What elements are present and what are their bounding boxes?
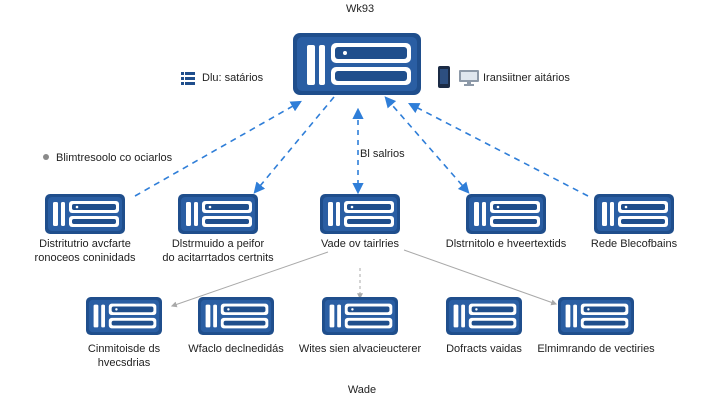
level2-node-5-label-line: Elmimrando de vectiries xyxy=(537,343,655,355)
monitor-icon xyxy=(459,70,479,86)
edge-l1-1-root xyxy=(134,100,302,197)
left-side-label: Dlu: satários xyxy=(202,72,264,84)
right-side-label: Iransiitner aitários xyxy=(483,72,570,84)
edge-l1-3-l2-5 xyxy=(403,249,558,306)
level2-node-3-label-line: Wites sien alvacieucterer xyxy=(298,343,422,355)
level1-node-1-label-line: ronoceos coninidads xyxy=(34,252,136,264)
level2-node-2-label-line: Wfaclo declnedidás xyxy=(188,343,284,355)
level1-node-2-label-line: Dlstrmuido a peifor xyxy=(171,238,265,250)
list-icon xyxy=(181,72,195,85)
center-mid-label: Bl salrios xyxy=(360,148,405,160)
level2-node-2-server-icon xyxy=(198,297,274,335)
edge-l1-3-l2-1 xyxy=(170,251,329,308)
level1-node-2-server-icon xyxy=(178,194,258,234)
edge-l1-5-root xyxy=(408,102,589,197)
level2-node-1-label-line: Cinmitoisde ds xyxy=(87,343,161,355)
phone-icon xyxy=(438,66,450,88)
level1-node-4-server-icon xyxy=(466,194,546,234)
level2-node-3-server-icon xyxy=(322,297,398,335)
diagram-title: Wk93 xyxy=(345,3,375,15)
level1-node-3-label-line: Vade ov tairlries xyxy=(320,238,400,250)
level2-node-4-server-icon xyxy=(446,297,522,335)
diagram-footer: Wade xyxy=(347,384,377,396)
level1-node-1-label-line: Distritutrio avcfarte xyxy=(39,238,131,250)
level1-node-1-server-icon xyxy=(45,194,125,234)
level2-node-4-label-line: Dofracts vaidas xyxy=(446,343,522,355)
left-mid-label: Blimtresoolo co ociarlos xyxy=(56,152,173,164)
level1-node-3-server-icon xyxy=(320,194,400,234)
edge-root-l1-2 xyxy=(253,96,335,194)
bullet-icon xyxy=(43,154,49,160)
level1-node-5-label-line: Rede Blecofbains xyxy=(590,238,678,250)
root-server-icon xyxy=(293,33,421,95)
level1-node-2-label-line: do acitarrtados certnits xyxy=(162,252,274,264)
edge-root-l1-4 xyxy=(384,96,470,194)
level2-node-5-server-icon xyxy=(558,297,634,335)
level1-node-5-server-icon xyxy=(594,194,674,234)
level1-node-4-label-line: Dlstrnitolo e hveertextids xyxy=(445,238,567,250)
level2-node-1-server-icon xyxy=(86,297,162,335)
level2-node-1-label-line: hvecsdrias xyxy=(97,357,151,369)
